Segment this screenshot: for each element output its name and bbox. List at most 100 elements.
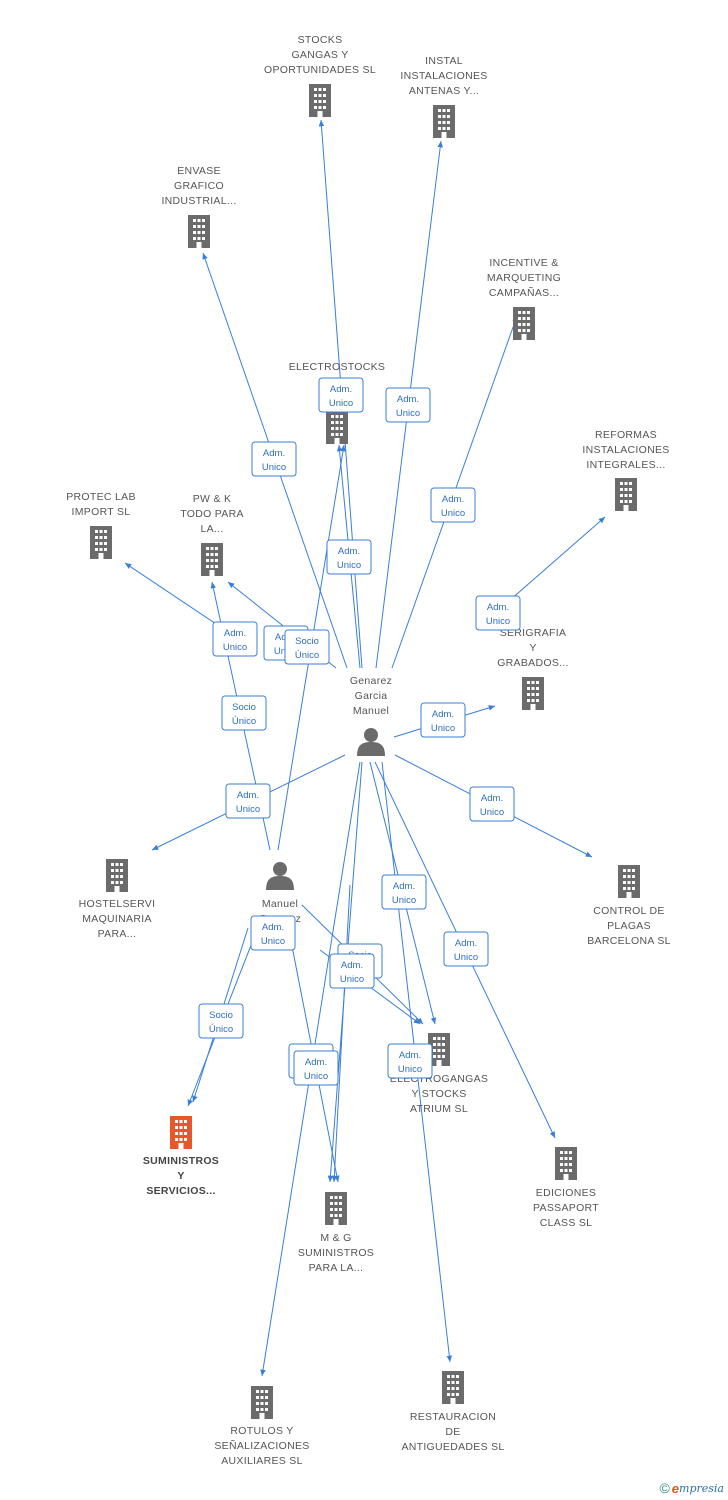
edge-role-label: Adm. Unico [469,786,515,822]
company-envase[interactable]: ENVASE GRAFICO INDUSTRIAL... [161,165,236,248]
node-label-line: MARQUETING [487,272,561,284]
node-label-line: GRABADOS... [497,657,569,669]
node-label-line: CONTROL DE [593,905,664,917]
edge-role-label: Adm.Unico [443,931,489,967]
edge-label-text: Adm. [481,793,503,804]
node-label: ENVASE GRAFICO INDUSTRIAL... [161,165,236,207]
node-label-line: ANTENAS Y... [409,85,479,97]
node-label-line: CAMPAÑAS... [489,286,559,299]
copyright-symbol: © [659,1480,670,1496]
node-label-line: REFORMAS [595,429,657,441]
edge-label-text: Adm. [397,394,419,405]
building-icon [188,215,210,248]
edge-role-label: Adm.Unico [326,539,372,575]
node-label-line: INSTAL [425,55,463,67]
node-label-line: ANTIGUEDADES SL [401,1441,504,1453]
edge-label-box [198,1003,244,1039]
node-label-line: ELECTROSTOCKS [289,361,385,373]
node-label-line: AUXILIARES SL [221,1455,303,1467]
edge-label-text: Adm. [399,1050,421,1061]
edge-role-label: Adm. Unico [250,915,296,951]
edge-label-text: Adm. [262,922,284,933]
edge-label-text: Adm. [487,602,509,613]
node-label-line: Y [177,1170,184,1182]
edge-label-text: Unico [340,974,364,985]
node-label: INSTAL INSTALACIONES ANTENAS Y... [400,55,487,97]
edge-label-text: Unico [441,508,465,519]
edge-label-box [251,441,297,477]
edge-label-text: Unico [261,936,285,947]
edge-label-text: Socio [209,1010,233,1021]
edge-label-text: Único [232,716,256,727]
edge-label-text: Unico [329,398,353,409]
edge-label-text: Unico [480,807,504,818]
node-label-line: INDUSTRIAL... [161,195,236,207]
node-label-line: BARCELONA SL [587,935,671,947]
edge-label-box [430,487,476,523]
node-label-line: GANGAS Y [291,49,348,61]
building-icon [201,543,223,576]
edge-label-text: Adm. [442,494,464,505]
node-label-line: STOCKS [298,34,343,46]
edge-label-box [443,931,489,967]
company-instal[interactable]: INSTAL INSTALACIONES ANTENAS Y... [400,55,487,138]
edge-label-text: Unico [262,462,286,473]
brand-name: mpresia [679,1481,724,1495]
edge-role-label: Adm.Unico [381,874,427,910]
edge-label-text: Socio [232,702,256,713]
edge-role-label: Adm.Unico [387,1043,433,1079]
node-label-line: SERVICIOS... [146,1185,215,1197]
building-icon [442,1371,464,1404]
node-label-line: PW & K [193,493,232,505]
building-icon [251,1386,273,1419]
edge-role-label: Adm. Unico [318,377,364,413]
edge-label-box [329,953,375,989]
node-label-line: Y STOCKS [411,1088,466,1100]
node-label-line: INSTALACIONES [582,444,669,456]
node-label-line: IMPORT SL [72,506,131,518]
node-label-line: GRAFICO [174,180,224,192]
edge-label-box [225,783,271,819]
node-label-line: Manuel [262,898,298,910]
edge-label-box [326,539,372,575]
edge-role-label: Adm.Unico [385,387,431,423]
edge-label-box [475,595,521,631]
node-label-line: ENVASE [177,165,221,177]
edge-label-text: Unico [454,952,478,963]
edge-label-text: Unico [223,642,247,653]
building-icon [618,865,640,898]
edge-label-box [385,387,431,423]
node-label-line: INSTALACIONES [400,70,487,82]
node-label-line: TODO PARA [180,508,244,520]
building-icon [522,677,544,710]
node-label-line: ROTULOS Y [230,1425,293,1437]
building-icon [90,526,112,559]
edge-label-box [420,702,466,738]
node-label-line: M & G [320,1232,351,1244]
edge-label-text: Adm. [330,384,352,395]
